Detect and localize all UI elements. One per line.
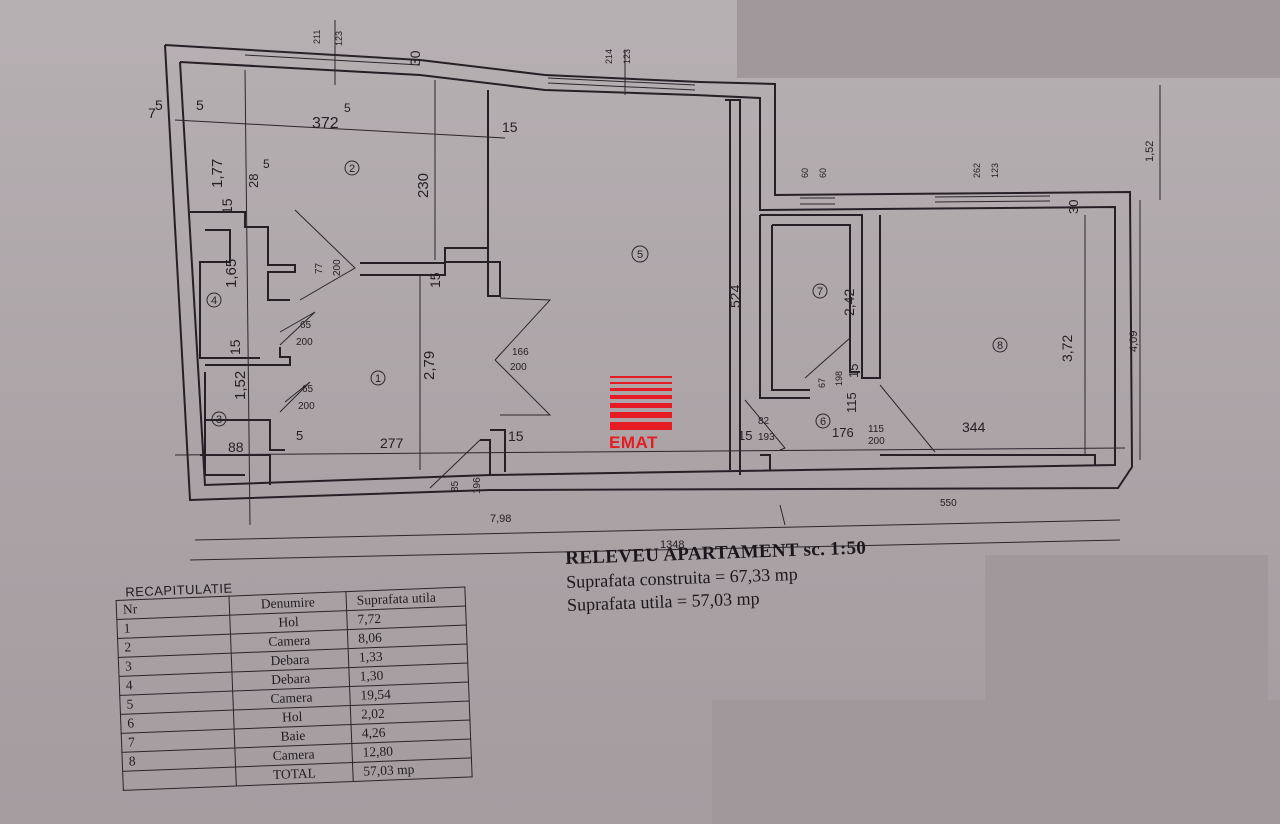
dim-85: 85 <box>450 480 461 492</box>
outer-walls <box>164 44 1134 502</box>
dim-214: 214 <box>604 49 614 64</box>
dim-65a: 65 <box>300 320 312 331</box>
room-4-number: 4 <box>211 295 217 307</box>
dim-262: 262 <box>972 163 982 178</box>
dim-279: 2,79 <box>421 351 438 380</box>
background-patch-bottom-right-a <box>985 555 1268 700</box>
room-3-marker <box>211 411 227 427</box>
dim-798: 7,98 <box>490 513 511 525</box>
dimension-labels: 372 5 7 5 5 15 230 30 30 1,77 28 5 15 1,… <box>148 30 1156 551</box>
dim-115-vert: 115 <box>844 392 859 413</box>
room-1-number: 1 <box>375 373 381 385</box>
dim-88: 88 <box>228 439 244 455</box>
dim-200d: 200 <box>510 362 527 373</box>
dim-5c: 5 <box>263 157 270 171</box>
dim-15d: 15 <box>427 272 443 288</box>
recap-table: Nr Denumire Suprafata utila 1 Hol 7,72 2… <box>116 587 473 791</box>
room-5-marker <box>631 245 649 263</box>
room-8-marker <box>992 337 1008 353</box>
logo-text: EMAT <box>609 433 658 452</box>
room-5-number: 5 <box>637 249 643 261</box>
dim-15a: 15 <box>502 119 518 135</box>
room-numbers: 2 4 1 3 5 7 6 8 <box>211 163 1003 428</box>
dim-60b: 60 <box>818 168 828 178</box>
dim-211: 211 <box>312 30 322 44</box>
dim-5-hol: 5 <box>296 428 303 443</box>
room-1-marker <box>370 370 386 386</box>
room-4-marker <box>206 292 222 308</box>
dim-198: 198 <box>834 371 844 386</box>
dim-123c: 123 <box>990 163 1000 178</box>
dim-193: 193 <box>758 432 775 443</box>
dim-372-sup: 5 <box>344 101 351 115</box>
dimension-lines <box>174 20 1161 561</box>
dim-15c: 15 <box>227 339 243 355</box>
dim-30a: 30 <box>407 50 423 66</box>
background-patch-top-right <box>737 0 1280 78</box>
total-area: 57,03 mp <box>352 757 473 782</box>
dim-372: 372 <box>312 115 339 132</box>
title-block: RELEVEU APARTAMENT sc. 1:50 Suprafata co… <box>565 537 868 615</box>
room-2-marker <box>344 160 360 176</box>
dim-242: 2,42 <box>841 289 857 316</box>
dim-200e: 200 <box>868 436 885 447</box>
dim-15e: 15 <box>508 428 524 444</box>
dim-123b: 123 <box>622 49 632 64</box>
total-label: TOTAL <box>235 762 354 786</box>
room-8-number: 8 <box>997 340 1003 352</box>
dim-77: 77 <box>314 262 325 274</box>
dim-176: 176 <box>832 425 854 440</box>
dim-65b: 65 <box>302 384 314 395</box>
dim-230: 230 <box>415 173 432 198</box>
windows <box>244 49 1051 205</box>
dim-524: 524 <box>727 284 743 308</box>
room-7-marker <box>812 283 828 299</box>
dim-67: 67 <box>817 378 827 388</box>
dim-152: 1,52 <box>232 371 249 400</box>
dim-115: 115 <box>868 424 884 435</box>
room-7-number: 7 <box>817 286 823 298</box>
plan-scale: sc. 1:50 <box>803 537 867 561</box>
dim-409: 4,09 <box>1128 331 1140 352</box>
dim-200a: 200 <box>332 259 343 276</box>
door-swings <box>279 209 936 489</box>
dim-1348: 1348 <box>660 539 684 551</box>
dim-123a: 123 <box>334 31 344 46</box>
dim-200b: 200 <box>296 337 313 348</box>
dim-15b: 15 <box>219 198 235 214</box>
dim-30b: 30 <box>1066 200 1081 214</box>
dim-177: 1,77 <box>209 159 226 188</box>
room-markers <box>206 160 1008 429</box>
dim-5a: 5 <box>155 97 163 113</box>
recap-table-block: RECAPITULATIE Nr Denumire Suprafata util… <box>115 572 473 791</box>
dim-15g: 15 <box>846 364 861 378</box>
dim-5b: 5 <box>196 97 204 113</box>
dim-152r: 1,52 <box>1144 141 1156 162</box>
dim-60a: 60 <box>800 168 810 178</box>
dim-372b: 3,72 <box>1059 335 1075 362</box>
total-nr <box>122 767 237 791</box>
room-2-number: 2 <box>349 163 355 175</box>
dim-82: 82 <box>758 416 770 427</box>
dim-166: 166 <box>512 347 529 358</box>
room-6-number: 6 <box>820 416 826 428</box>
dim-200c: 200 <box>298 401 315 412</box>
dim-344: 344 <box>962 419 986 435</box>
room-6-marker <box>815 413 831 429</box>
dim-28: 28 <box>246 174 261 188</box>
dim-277: 277 <box>380 435 404 451</box>
dim-165: 1,65 <box>223 259 240 288</box>
dim-15f: 15 <box>738 428 752 443</box>
room-3-number: 3 <box>216 414 222 426</box>
dim-7: 7 <box>148 105 156 121</box>
emat-logo: EMAT <box>609 376 672 454</box>
dim-196: 196 <box>472 477 483 494</box>
dim-550: 550 <box>940 498 957 509</box>
background-patch-bottom-right-b <box>712 700 1280 824</box>
